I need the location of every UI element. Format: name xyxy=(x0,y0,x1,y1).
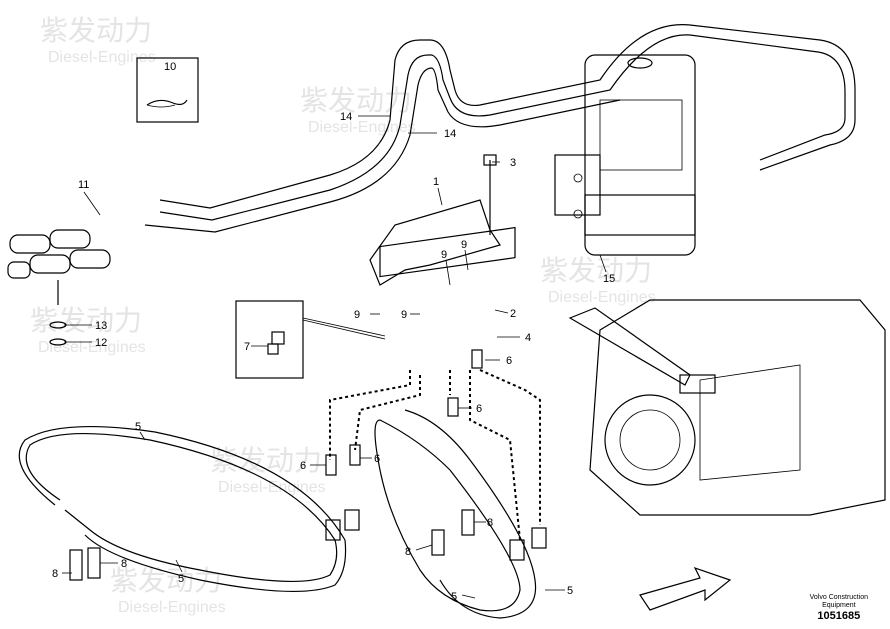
detail-box-fitting xyxy=(235,300,386,379)
watermark-en: Diesel-Engines xyxy=(38,339,146,356)
hose-fittings xyxy=(69,349,547,581)
callout-5: 5 xyxy=(135,421,141,433)
watermark-cn: 紫发动力 xyxy=(40,15,152,46)
callout-9: 9 xyxy=(354,309,360,321)
callout-14: 14 xyxy=(444,128,456,140)
dashed-connectors xyxy=(329,369,541,541)
watermark-cn: 紫发动力 xyxy=(540,255,652,286)
watermark-cn: 紫发动力 xyxy=(30,305,142,336)
callout-8: 8 xyxy=(121,558,127,570)
callout-12: 12 xyxy=(95,337,107,349)
callout-5: 5 xyxy=(451,591,457,603)
detail-box-cable-tie xyxy=(136,57,199,123)
watermark-cn: 紫发动力 xyxy=(210,445,322,476)
hose-assembly xyxy=(18,409,537,619)
watermark-en: Diesel-Engines xyxy=(48,49,156,66)
watermark-en: Diesel-Engines xyxy=(218,479,326,496)
callout-9: 9 xyxy=(461,239,467,251)
callout-15: 15 xyxy=(603,273,615,285)
watermark-en: Diesel-Engines xyxy=(548,289,656,306)
bracket-and-manifold xyxy=(369,154,516,286)
drawing-number: 1051685 xyxy=(817,610,861,622)
callout-6: 6 xyxy=(476,403,482,415)
footer-company-line2: Equipment xyxy=(822,602,856,609)
watermark-en: Diesel-Engines xyxy=(118,599,226,616)
callout-6: 6 xyxy=(374,453,380,465)
callout-9: 9 xyxy=(401,309,407,321)
tube-assembly xyxy=(144,24,856,233)
callout-10: 10 xyxy=(164,61,176,73)
callout-6: 6 xyxy=(300,460,306,472)
callout-5: 5 xyxy=(567,585,573,597)
callout-13: 13 xyxy=(95,320,107,332)
callout-5: 5 xyxy=(178,573,184,585)
footer-company: Volvo Construction xyxy=(809,594,868,601)
callout-14: 14 xyxy=(340,111,352,123)
callout-3: 3 xyxy=(510,157,516,169)
callout-6: 6 xyxy=(506,355,512,367)
callout-2: 2 xyxy=(510,308,516,320)
callout-8: 8 xyxy=(487,517,493,529)
footer-block: Volvo Construction Equipment 1051685 xyxy=(810,594,868,622)
callout-7: 7 xyxy=(244,341,250,353)
accumulator xyxy=(554,54,696,256)
callout-11: 11 xyxy=(78,179,89,191)
callout-9: 9 xyxy=(441,249,447,261)
frame-location-view xyxy=(568,299,886,611)
callout-8: 8 xyxy=(405,546,411,558)
callout-1: 1 xyxy=(433,176,439,188)
callout-4: 4 xyxy=(525,332,531,344)
watermark-cn: 紫发动力 xyxy=(300,85,412,116)
callout-8: 8 xyxy=(52,568,58,580)
watermark-layer: 紫发动力 Diesel-Engines 紫发动力 Diesel-Engines … xyxy=(30,15,656,616)
leader-lines xyxy=(62,115,607,599)
callout-labels: 10 14 14 3 11 1 9 9 9 9 2 13 12 7 4 6 6 … xyxy=(52,61,615,603)
